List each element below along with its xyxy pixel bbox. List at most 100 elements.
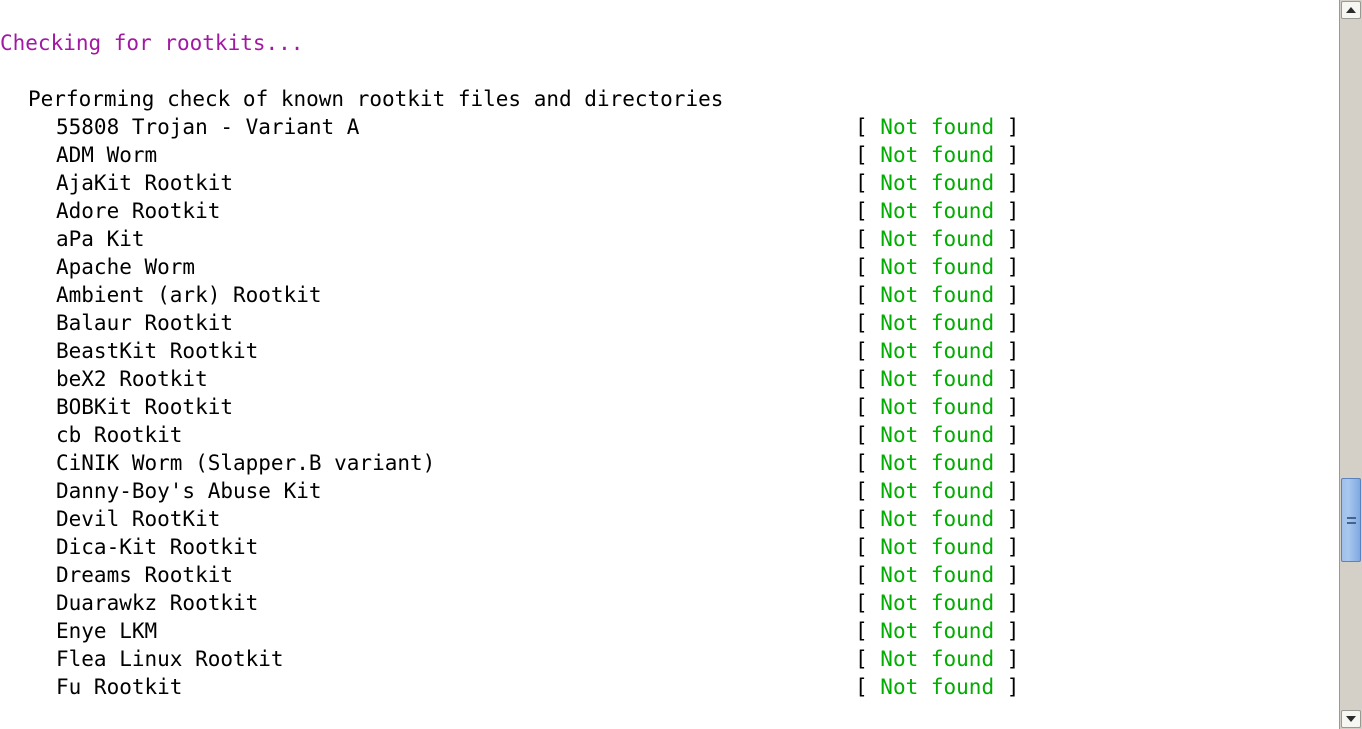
status-open-bracket: [ [855, 367, 881, 391]
rootkit-status: [ Not found ] [855, 561, 1019, 589]
rootkit-status: [ Not found ] [855, 169, 1019, 197]
status-open-bracket: [ [855, 143, 881, 167]
rootkit-name: Danny-Boy's Abuse Kit [56, 479, 322, 503]
rootkit-status: [ Not found ] [855, 365, 1019, 393]
status-open-bracket: [ [855, 283, 881, 307]
status-value: Not found [880, 227, 995, 251]
status-open-bracket: [ [855, 255, 881, 279]
status-value: Not found [880, 255, 995, 279]
vertical-scrollbar[interactable] [1339, 0, 1362, 729]
status-close-bracket: ] [994, 591, 1020, 615]
rootkit-name: Ambient (ark) Rootkit [56, 283, 322, 307]
rootkit-status: [ Not found ] [855, 449, 1019, 477]
scrollbar-up-button[interactable] [1341, 1, 1361, 19]
status-value: Not found [880, 311, 995, 335]
status-open-bracket: [ [855, 591, 881, 615]
scrollbar-thumb[interactable] [1341, 478, 1361, 562]
chevron-down-icon [1346, 716, 1356, 722]
rootkit-name: aPa Kit [56, 227, 145, 251]
status-close-bracket: ] [994, 283, 1020, 307]
status-close-bracket: ] [994, 675, 1020, 699]
status-open-bracket: [ [855, 451, 881, 475]
status-close-bracket: ] [994, 311, 1020, 335]
status-value: Not found [880, 199, 995, 223]
rootkit-name: Dreams Rootkit [56, 563, 234, 587]
rootkit-name: 55808 Trojan - Variant A [56, 115, 360, 139]
rootkit-name: ADM Worm [56, 143, 158, 167]
status-value: Not found [880, 143, 995, 167]
status-close-bracket: ] [994, 255, 1020, 279]
rootkit-name: BeastKit Rootkit [56, 339, 259, 363]
status-close-bracket: ] [994, 339, 1020, 363]
status-close-bracket: ] [994, 479, 1020, 503]
rootkit-name: Duarawkz Rootkit [56, 591, 259, 615]
rootkit-name: Fu Rootkit [56, 675, 183, 699]
grip-lines-icon [1346, 521, 1356, 524]
rootkit-name: beX2 Rootkit [56, 367, 208, 391]
status-close-bracket: ] [994, 423, 1020, 447]
status-close-bracket: ] [994, 563, 1020, 587]
status-value: Not found [880, 535, 995, 559]
status-value: Not found [880, 647, 995, 671]
rootkit-status: [ Not found ] [855, 505, 1019, 533]
status-open-bracket: [ [855, 339, 881, 363]
status-open-bracket: [ [855, 507, 881, 531]
rootkit-status: [ Not found ] [855, 477, 1019, 505]
status-open-bracket: [ [855, 535, 881, 559]
status-value: Not found [880, 339, 995, 363]
status-close-bracket: ] [994, 619, 1020, 643]
status-value: Not found [880, 395, 995, 419]
status-open-bracket: [ [855, 227, 881, 251]
status-close-bracket: ] [994, 647, 1020, 671]
status-value: Not found [880, 675, 995, 699]
rootkit-status: [ Not found ] [855, 533, 1019, 561]
status-close-bracket: ] [994, 143, 1020, 167]
status-close-bracket: ] [994, 507, 1020, 531]
status-value: Not found [880, 507, 995, 531]
grip-lines-icon [1346, 516, 1356, 519]
rootkit-status: [ Not found ] [855, 225, 1019, 253]
scrollbar-track[interactable] [1341, 20, 1361, 709]
status-value: Not found [880, 115, 995, 139]
rootkit-status: [ Not found ] [855, 673, 1019, 701]
scan-section-title: Checking for rootkits... [0, 31, 304, 55]
status-open-bracket: [ [855, 115, 881, 139]
status-value: Not found [880, 423, 995, 447]
rootkit-status: [ Not found ] [855, 309, 1019, 337]
status-value: Not found [880, 171, 995, 195]
chevron-up-icon [1346, 7, 1356, 13]
status-open-bracket: [ [855, 199, 881, 223]
rootkit-status: [ Not found ] [855, 337, 1019, 365]
rootkit-status: [ Not found ] [855, 281, 1019, 309]
rootkit-status: [ Not found ] [855, 197, 1019, 225]
status-open-bracket: [ [855, 311, 881, 335]
rootkit-status: [ Not found ] [855, 617, 1019, 645]
status-open-bracket: [ [855, 619, 881, 643]
scrollbar-down-button[interactable] [1341, 710, 1361, 728]
rootkit-name: Devil RootKit [56, 507, 221, 531]
rootkit-status: [ Not found ] [855, 393, 1019, 421]
status-value: Not found [880, 619, 995, 643]
rootkit-name: Adore Rootkit [56, 199, 221, 223]
status-open-bracket: [ [855, 479, 881, 503]
status-open-bracket: [ [855, 395, 881, 419]
status-close-bracket: ] [994, 395, 1020, 419]
rootkit-name: Enye LKM [56, 619, 158, 643]
rootkit-name: Balaur Rootkit [56, 311, 234, 335]
rootkit-status: [ Not found ] [855, 645, 1019, 673]
scan-section-subtitle: Performing check of known rootkit files … [28, 87, 724, 111]
status-open-bracket: [ [855, 563, 881, 587]
rootkit-name: cb Rootkit [56, 423, 183, 447]
status-value: Not found [880, 451, 995, 475]
rootkit-status: [ Not found ] [855, 421, 1019, 449]
rootkit-status: [ Not found ] [855, 253, 1019, 281]
rootkit-name: Flea Linux Rootkit [56, 647, 284, 671]
rootkit-name: Dica-Kit Rootkit [56, 535, 259, 559]
status-value: Not found [880, 479, 995, 503]
status-value: Not found [880, 283, 995, 307]
status-close-bracket: ] [994, 171, 1020, 195]
status-open-bracket: [ [855, 171, 881, 195]
rootkit-name: Apache Worm [56, 255, 196, 279]
rootkit-name: AjaKit Rootkit [56, 171, 234, 195]
